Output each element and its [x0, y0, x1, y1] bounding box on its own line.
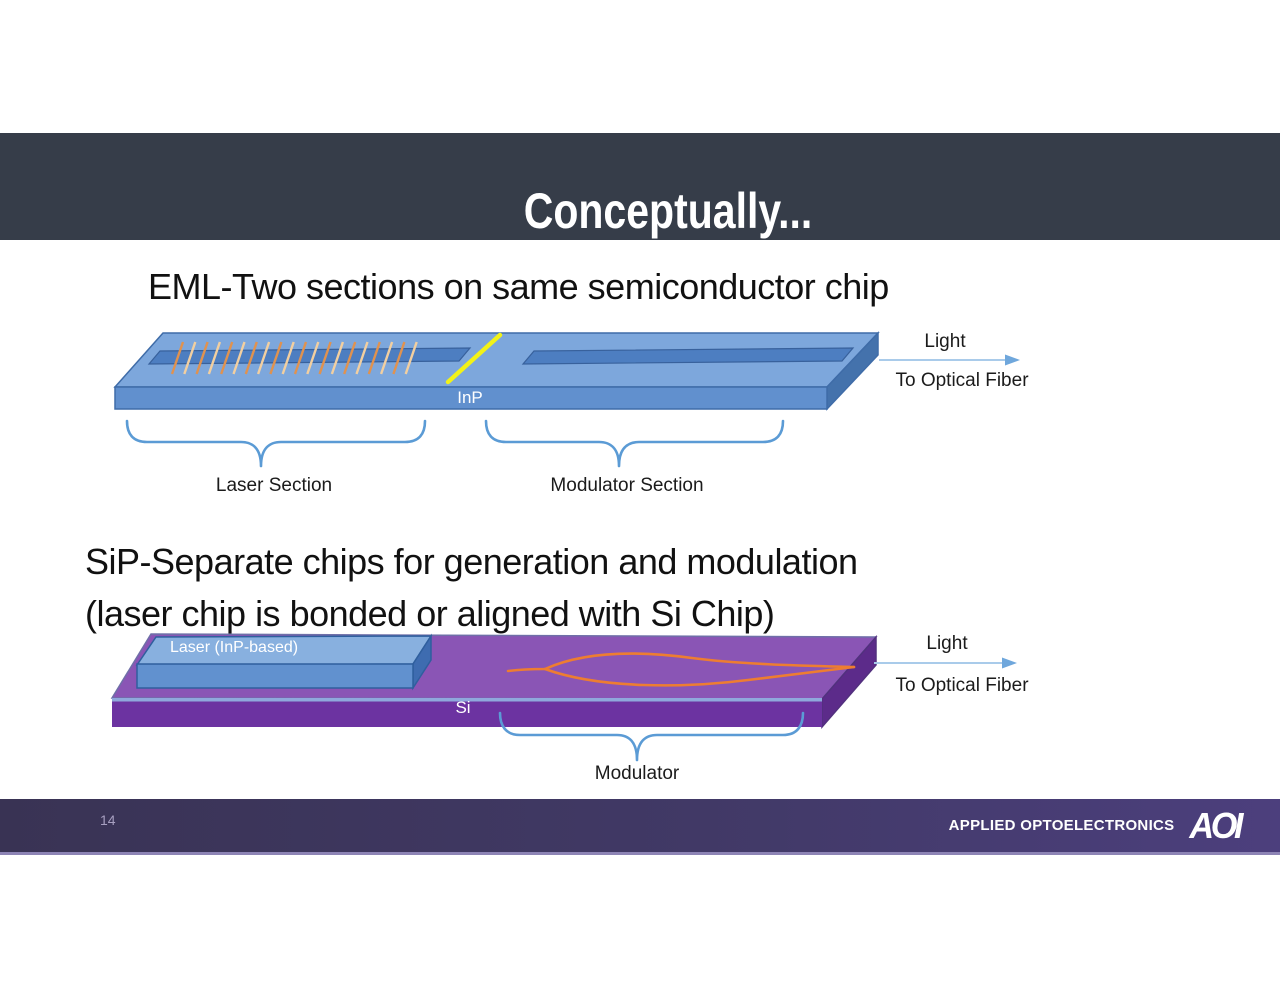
eml-heading: EML-Two sections on same semiconductor c… — [148, 266, 889, 307]
sip-substrate-label: Si — [455, 698, 471, 717]
sip-heading-line2: (laser chip is bonded or aligned with Si… — [85, 593, 775, 634]
grating-hatch-line — [318, 341, 332, 375]
eml-chip-diagram — [113, 331, 1020, 468]
laser-section-brace — [125, 419, 427, 468]
laser-section-label: Laser Section — [215, 475, 333, 496]
sip-heading: SiP-Separate chips for generation and mo… — [85, 536, 858, 640]
grating-hatch-line — [256, 341, 271, 375]
footer-brand-group: APPLIED OPTOELECTRONICS AOI — [948, 799, 1244, 852]
sip-modulator-brace — [498, 711, 805, 762]
footer-bar: 14 APPLIED OPTOELECTRONICS AOI — [0, 799, 1280, 855]
grating-hatch-line — [232, 341, 246, 375]
eml-substrate-label: InP — [457, 388, 483, 407]
grating-hatch-line — [293, 341, 308, 375]
grating-hatch-line — [392, 341, 406, 375]
modulator-section-label: Modulator Section — [550, 475, 704, 496]
eml-light-arrow-head — [1005, 354, 1020, 366]
sip-si-front-edge-strip — [112, 698, 822, 702]
grating-hatch-line — [379, 341, 394, 375]
grating-hatch-line — [170, 341, 185, 375]
eml-laser-waveguide-inset — [147, 347, 472, 365]
sip-to-fiber-label: To Optical Fiber — [895, 675, 1029, 696]
grating-hatch-line — [281, 341, 295, 375]
sip-light-label: Light — [926, 633, 968, 654]
sip-chip-diagram — [110, 633, 1017, 762]
grating-hatch-line — [404, 341, 418, 375]
grating-hatch-line — [183, 341, 197, 375]
brand-name: APPLIED OPTOELECTRONICS — [948, 817, 1175, 834]
sip-waveguide-lower-curve — [543, 665, 856, 687]
modulator-section-brace — [484, 419, 785, 468]
grating-hatch-line — [244, 341, 258, 375]
sip-modulator-label: Modulator — [594, 763, 680, 784]
grating-hatch-line — [207, 341, 222, 375]
aoi-logo: AOI — [1189, 804, 1244, 846]
sip-laser-box-front-face — [136, 663, 414, 689]
sip-waveguide-upper-curve — [506, 652, 856, 673]
title-bar — [0, 133, 1280, 240]
grating-hatch-line — [330, 341, 345, 375]
eml-light-label: Light — [924, 331, 966, 352]
sip-laser-chip-label: Laser (InP-based) — [170, 639, 299, 656]
eml-section-divider-line — [445, 332, 503, 385]
eml-modulator-waveguide-inset — [521, 347, 855, 365]
grating-hatch-line — [367, 341, 381, 375]
eml-chip-front-face — [114, 386, 828, 410]
sip-light-arrow-head — [1002, 657, 1017, 669]
page-number: 14 — [100, 812, 116, 828]
eml-grating-hatch — [170, 341, 418, 375]
grating-hatch-line — [269, 341, 283, 375]
grating-hatch-line — [220, 341, 234, 375]
grating-hatch-line — [306, 341, 320, 375]
grating-hatch-line — [195, 341, 209, 375]
eml-to-fiber-label: To Optical Fiber — [895, 370, 1029, 391]
sip-heading-line1: SiP-Separate chips for generation and mo… — [85, 541, 858, 582]
grating-hatch-line — [343, 341, 357, 375]
sip-si-front-face — [112, 698, 822, 727]
grating-hatch-line — [355, 341, 369, 375]
slide-title: Conceptually... — [523, 183, 813, 239]
